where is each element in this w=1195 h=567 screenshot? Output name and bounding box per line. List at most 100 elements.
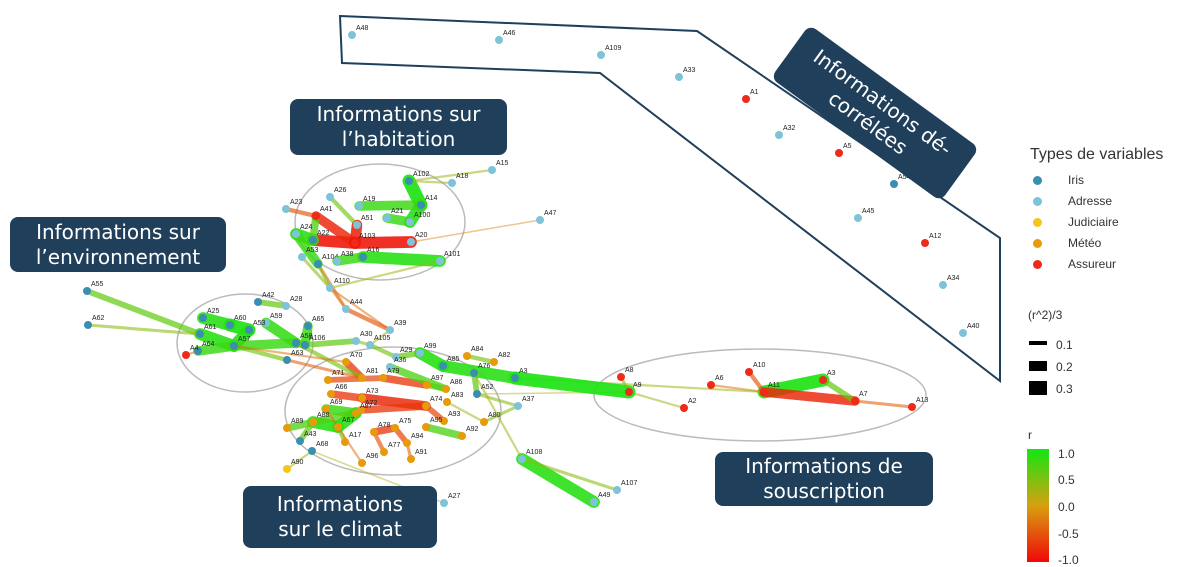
variable-node-dot xyxy=(854,214,862,222)
correlation-edge xyxy=(410,219,541,243)
correlation-edge xyxy=(283,206,319,219)
correlation-edge xyxy=(86,323,202,336)
variable-node-label: A63 xyxy=(291,350,304,357)
variable-node-label: A95 xyxy=(430,417,443,424)
variable-node-label: A91 xyxy=(415,449,428,456)
variable-node: A65 xyxy=(304,316,325,330)
correlation-edge xyxy=(520,457,619,492)
variable-node-label: A10 xyxy=(753,362,766,369)
correlation-edge xyxy=(324,407,364,465)
legend-r: r 1.0 0.5 0.0 -0.5 -1.0 xyxy=(1028,428,1108,567)
legend-type-dot xyxy=(1033,260,1042,269)
callout-habitation-text: Informations sur l’habitation xyxy=(316,102,481,151)
variable-node-label: A59 xyxy=(270,313,283,320)
variable-node: A103 xyxy=(351,233,375,247)
variable-node-label: A38 xyxy=(341,251,354,258)
correlation-edge xyxy=(367,342,399,360)
variable-node-label: A68 xyxy=(316,441,329,448)
variable-node: A61 xyxy=(196,324,217,338)
variable-node: A101 xyxy=(436,251,460,265)
variable-node-label: A87 xyxy=(360,403,373,410)
correlation-edge xyxy=(475,392,520,408)
callout-environnement-text: Informations sur l’environnement xyxy=(35,219,201,269)
variable-node-label: A54 xyxy=(898,174,911,181)
legend-width-label: 0.1 xyxy=(1056,338,1073,352)
variable-node-dot xyxy=(333,257,341,265)
variable-node-dot xyxy=(301,341,309,349)
variable-node-dot xyxy=(613,486,621,494)
variable-node-dot xyxy=(386,363,394,371)
variable-node: A52 xyxy=(473,384,494,398)
node-layer: A48A46A109A33A1A32A5A54A45A12A34A40A18A1… xyxy=(83,25,980,507)
variable-node-label: A7 xyxy=(859,391,868,398)
variable-node-dot xyxy=(439,362,447,370)
variable-node-label: A21 xyxy=(391,208,404,215)
variable-node-dot xyxy=(254,298,262,306)
variable-node: A49 xyxy=(590,492,611,506)
correlation-edge xyxy=(332,252,368,266)
variable-node-dot xyxy=(324,376,332,384)
variable-node-label: A27 xyxy=(448,493,461,500)
variable-node-label: A49 xyxy=(598,492,611,499)
variable-node-dot xyxy=(959,329,967,337)
variable-node: A21 xyxy=(383,208,404,222)
variable-node-dot xyxy=(448,179,456,187)
variable-node-label: A43 xyxy=(304,431,317,438)
variable-node-label: A62 xyxy=(92,315,105,322)
variable-node-dot xyxy=(625,388,633,396)
correlation-edge xyxy=(285,358,364,380)
callout-environnement: Informations sur l’environnement xyxy=(10,217,226,272)
correlation-edge xyxy=(316,262,332,290)
variable-node-label: A16 xyxy=(367,247,380,254)
variable-node-label: A3 xyxy=(519,368,528,375)
variable-node-label: A58 xyxy=(300,333,313,340)
variable-node: A19 xyxy=(355,196,376,210)
variable-node-label: A20 xyxy=(415,232,428,239)
variable-node-dot xyxy=(423,381,431,389)
variable-node: A70 xyxy=(342,352,363,366)
variable-node-label: A47 xyxy=(544,210,557,217)
variable-node-label: A73 xyxy=(366,388,379,395)
variable-node-label: A3 xyxy=(827,370,836,377)
variable-node: A36 xyxy=(386,357,407,371)
variable-node-label: A29 xyxy=(400,347,413,354)
variable-node-dot xyxy=(416,349,424,357)
variable-node: A46 xyxy=(495,30,516,44)
variable-node: A1 xyxy=(742,89,759,103)
variable-node: A104 xyxy=(314,254,338,268)
correlation-edge xyxy=(300,255,332,290)
edge-layer xyxy=(84,168,914,508)
callout-souscription: Informations de souscription xyxy=(715,452,933,506)
variable-node-label: A19 xyxy=(363,196,376,203)
variable-node: A58 xyxy=(292,333,313,347)
variable-node-dot xyxy=(366,341,374,349)
correlation-edge xyxy=(746,369,767,395)
variable-node-dot xyxy=(463,352,471,360)
variable-node-dot xyxy=(921,239,929,247)
variable-node: A32 xyxy=(775,125,796,139)
legend-r-tick: 0.0 xyxy=(1058,500,1075,514)
variable-node-label: A28 xyxy=(290,296,303,303)
variable-node: A94 xyxy=(403,433,424,447)
width-swatch-0.2 xyxy=(1029,361,1047,371)
variable-node-dot xyxy=(341,438,349,446)
variable-node-dot xyxy=(379,374,387,382)
variable-node: A89 xyxy=(283,418,304,432)
correlation-edge xyxy=(84,288,203,337)
correlation-edge xyxy=(759,387,860,406)
variable-node: A63 xyxy=(283,350,304,364)
variable-node-dot xyxy=(851,397,859,405)
variable-node: A30 xyxy=(352,331,373,345)
variable-node-dot xyxy=(283,356,291,364)
variable-node-label: A70 xyxy=(350,352,363,359)
correlation-edge xyxy=(407,168,494,183)
variable-node-label: A74 xyxy=(430,396,443,403)
variable-node: A20 xyxy=(407,232,428,246)
variable-node-dot xyxy=(309,418,317,426)
correlation-edge xyxy=(325,375,386,383)
variable-node: A85 xyxy=(439,356,460,370)
variable-node: A29 xyxy=(392,347,413,361)
variable-node-dot xyxy=(262,319,270,327)
variable-node: A73 xyxy=(358,388,379,402)
